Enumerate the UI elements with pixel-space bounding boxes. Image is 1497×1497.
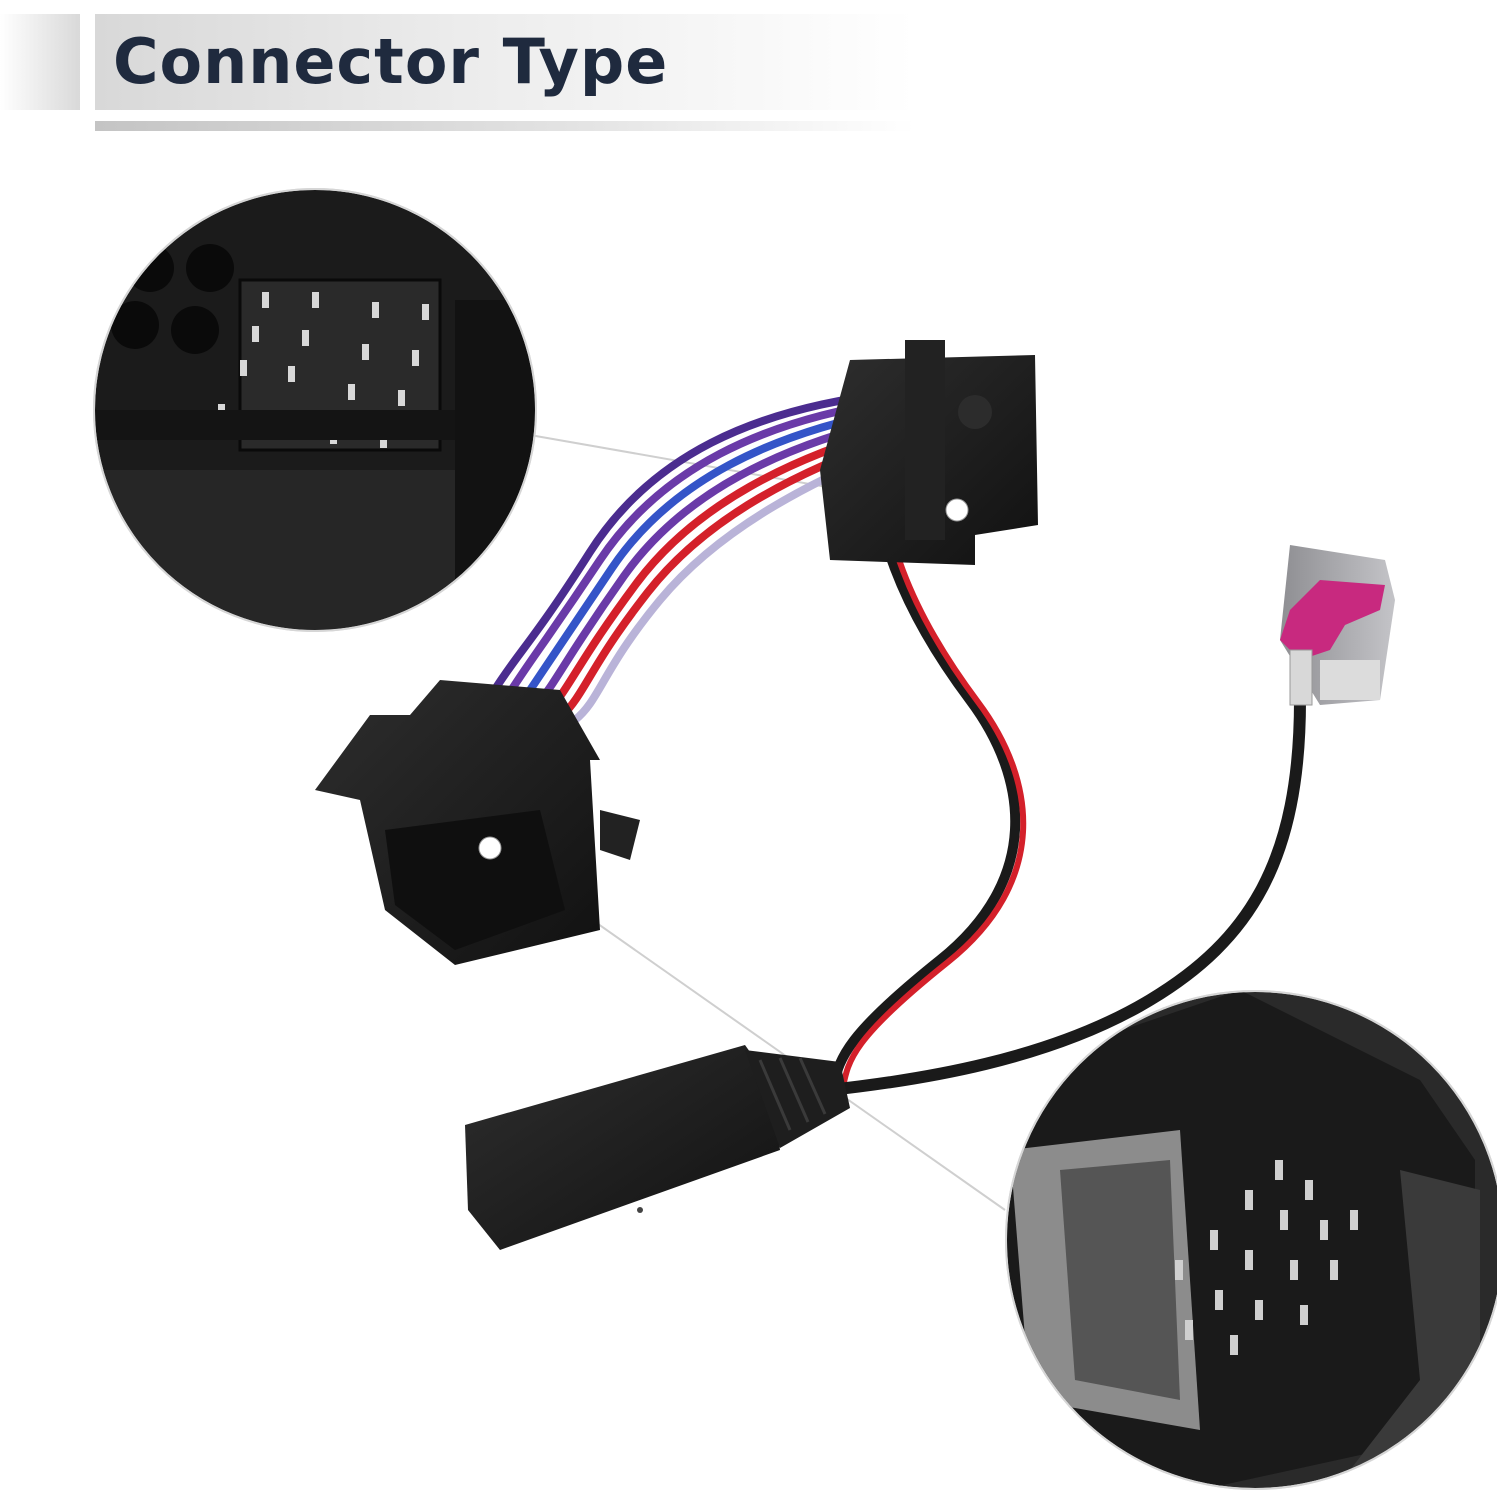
title-banner: [95, 14, 915, 110]
black-cable: [824, 694, 1306, 1096]
grey-connector: [1280, 545, 1395, 706]
banner-underline: [95, 121, 915, 131]
page-title: Connector Type: [113, 25, 669, 98]
left-connector: [315, 680, 640, 965]
zoom-callout-fakra: [1005, 990, 1497, 1490]
zoom-callout-quadlock: [93, 188, 537, 632]
banner-left-block: [0, 14, 80, 110]
callout-marker: [945, 498, 969, 522]
bluetooth-module: [465, 1045, 850, 1250]
quadlock-connector: [820, 340, 1038, 565]
callout-marker: [478, 836, 502, 860]
